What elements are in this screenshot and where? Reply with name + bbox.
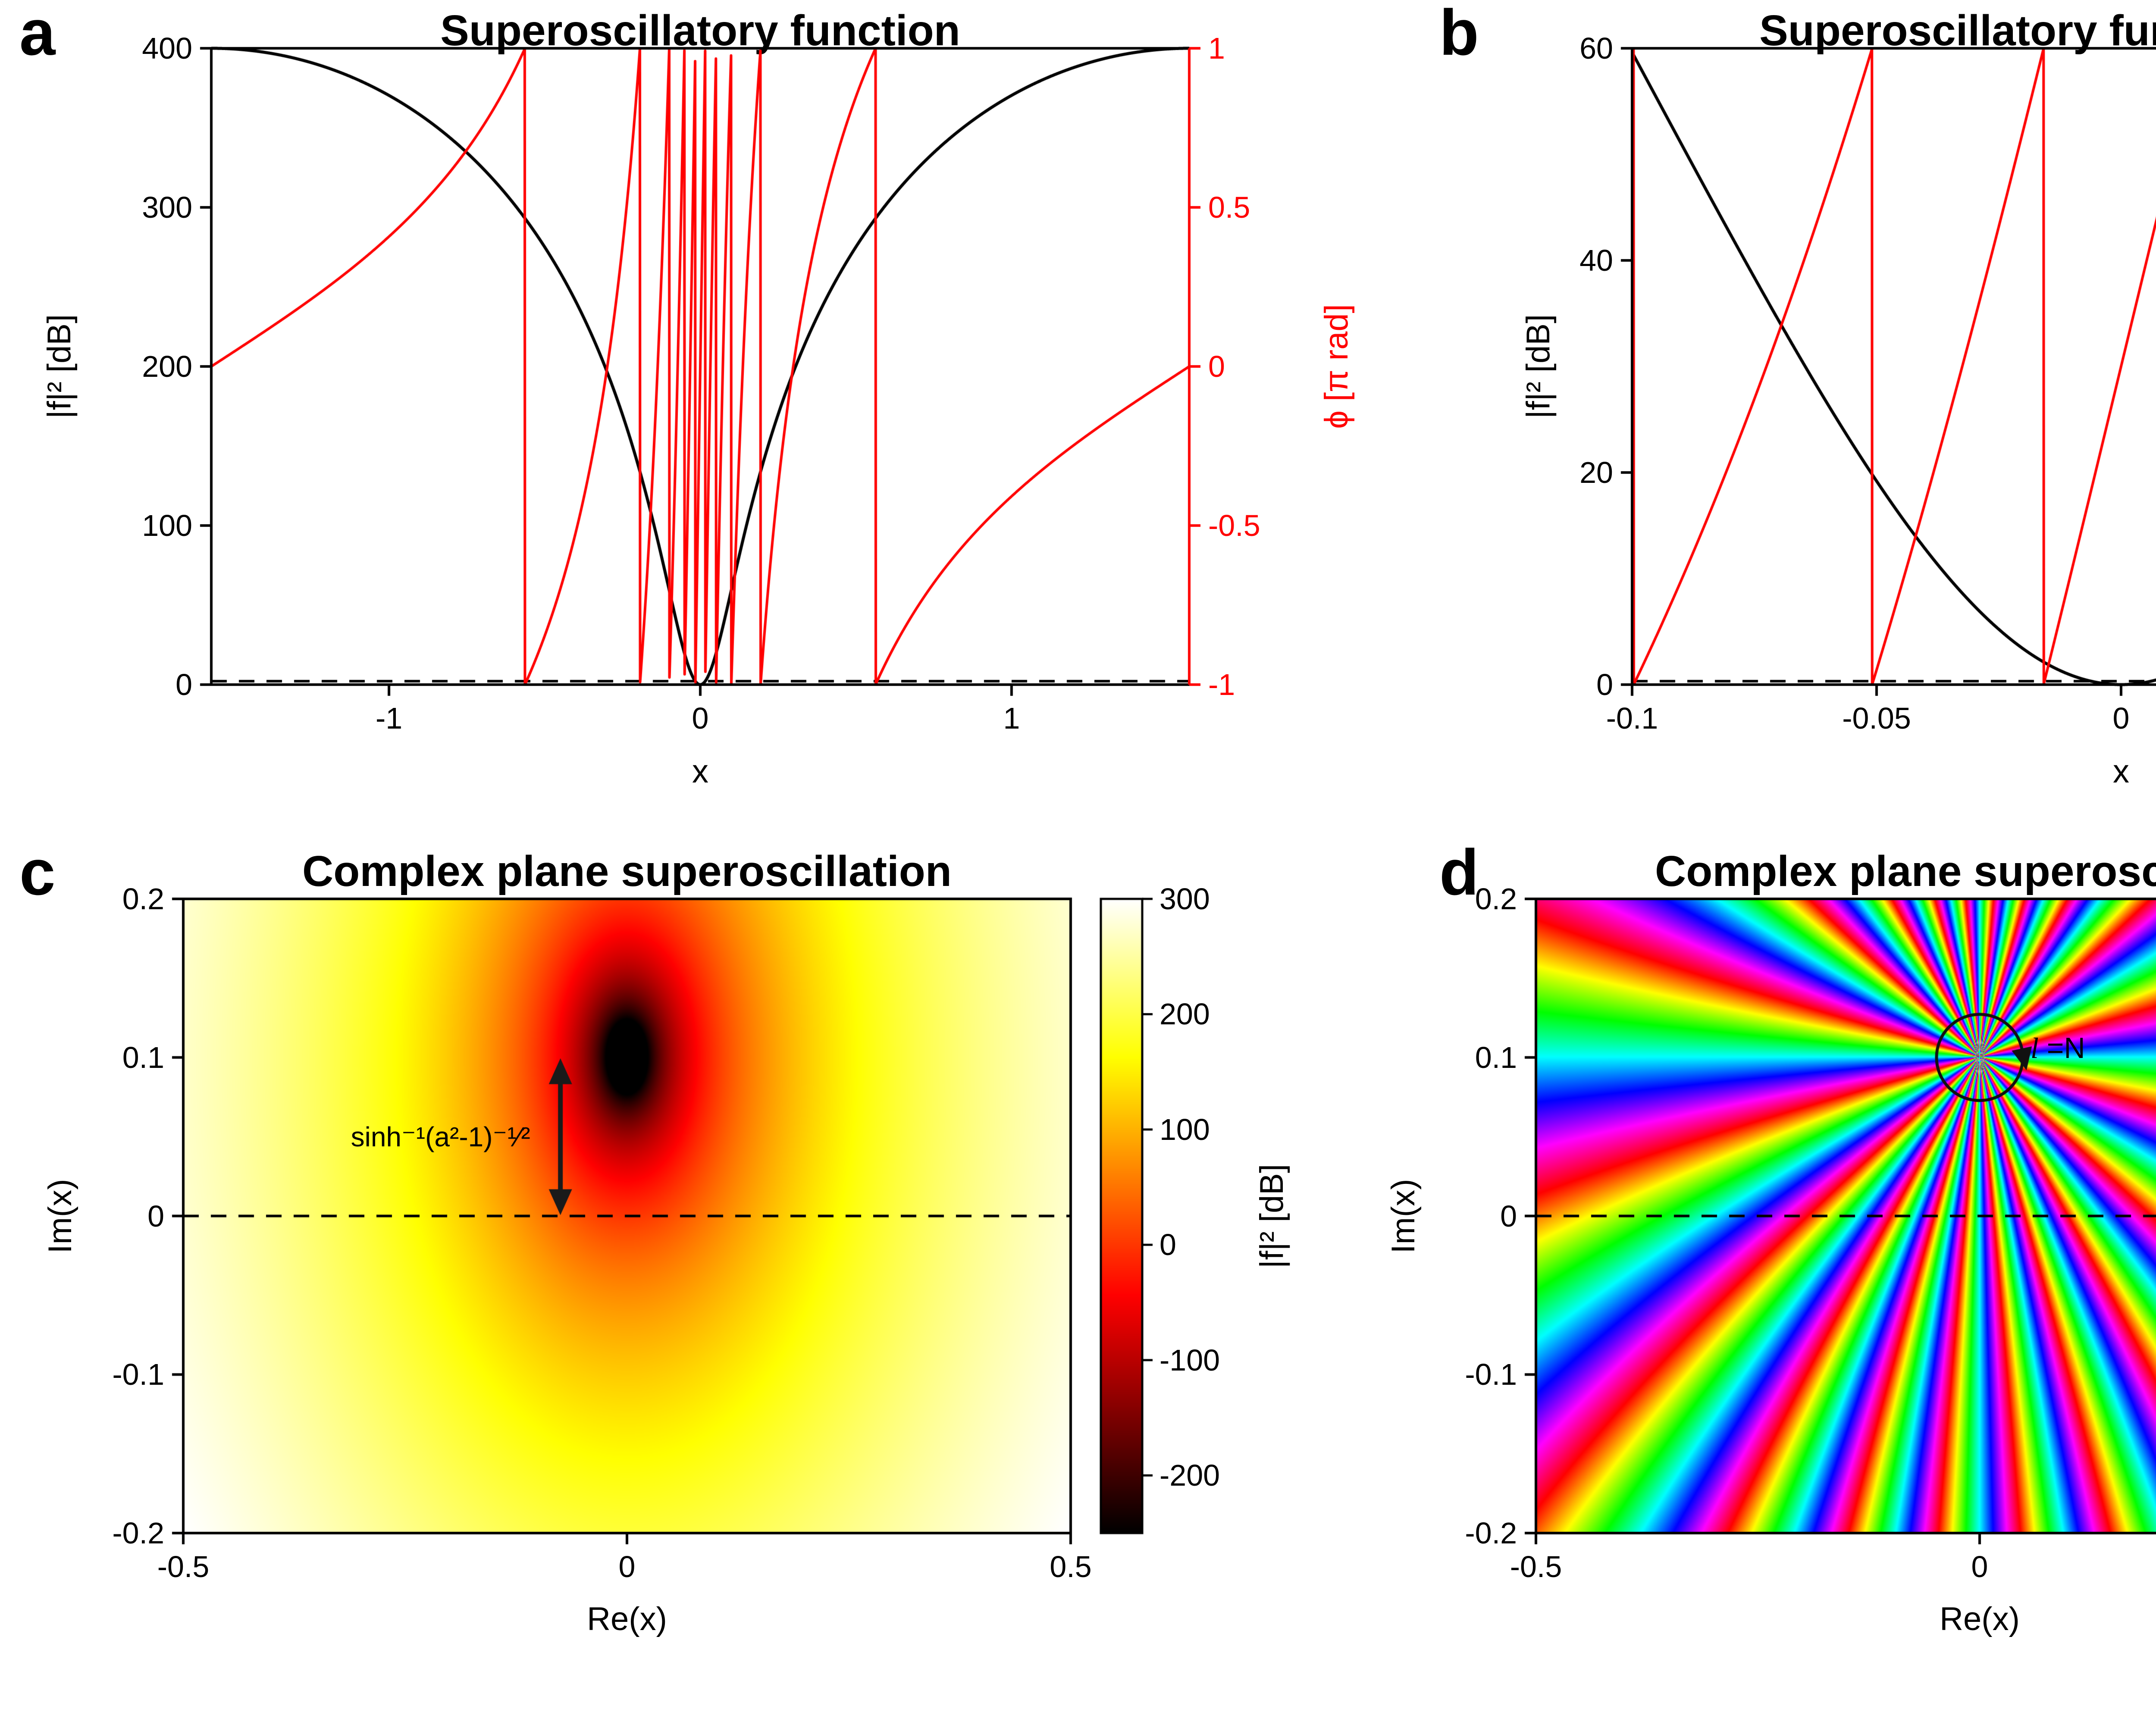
panel-b-left-y-tick-label: 40	[1579, 244, 1613, 277]
panel-c-colorbar-tick-label: 0	[1159, 1228, 1176, 1262]
panel-a-left-ylabel: |f|² [dB]	[41, 314, 78, 419]
panel-a-left-y-tick-label: 200	[142, 350, 192, 383]
panel-d-y-tick-label: -0.1	[1465, 1358, 1517, 1392]
panel-c-colorbar-tick-label: -200	[1159, 1458, 1220, 1493]
panel-a-x-tick-label: 1	[1003, 701, 1020, 735]
panel-a-right-y-tick-label: -1	[1208, 668, 1235, 701]
panel-c-heatmap-canvas	[169, 884, 1085, 1548]
panel-c-y-tick-label: 0.2	[122, 882, 164, 916]
panel-a-left-y-tick-label: 300	[142, 191, 192, 224]
panel-c-colorbar	[1086, 884, 1157, 1548]
panel-c-x-tick-label: 0.5	[1050, 1550, 1092, 1584]
panel-a-xlabel: x	[692, 753, 708, 790]
panel-b-x-tick-label: 0	[2112, 701, 2130, 735]
panel-a-plot-canvas	[197, 34, 1204, 699]
vortex-charge-label: l =N	[2031, 1033, 2085, 1063]
vortex-charge-value: =N	[2038, 1031, 2085, 1064]
panel-d-x-tick-label: -0.5	[1510, 1550, 1562, 1584]
panel-c-y-tick-label: 0.1	[122, 1040, 164, 1074]
vortex-charge-symbol: l	[2031, 1031, 2039, 1064]
panel-a-right-y-tick-label: 0.5	[1208, 191, 1250, 224]
panel-d-ylabel: Im(x)	[1385, 1178, 1422, 1254]
panel-c-colorbar-tick-label: 100	[1159, 1112, 1210, 1146]
panel-c-colorbar-tick-label: 300	[1159, 882, 1210, 916]
panel-b-left-ylabel: |f|² [dB]	[1520, 314, 1557, 419]
panel-b-x-tick-label: -0.05	[1842, 701, 1911, 735]
panel-d-heatmap-canvas	[1521, 884, 2156, 1548]
panel-d-xlabel: Re(x)	[1940, 1601, 2020, 1637]
panel-b-left-y-tick-label: 60	[1579, 31, 1613, 65]
panel-b-x-tick-label: -0.1	[1606, 701, 1658, 735]
panel-a-left-y-tick-label: 100	[142, 509, 192, 542]
panel-c-ylabel: Im(x)	[42, 1178, 78, 1254]
panel-d-y-tick-label: 0.2	[1475, 882, 1517, 916]
panel-c-xlabel: Re(x)	[587, 1601, 667, 1637]
panel-a-x-tick-label: -1	[375, 701, 403, 735]
panel-c-colorbar-tick-label: -100	[1159, 1343, 1220, 1377]
panel-d-letter: d	[1439, 836, 1479, 908]
panel-a-right-ylabel: ϕ [π rad]	[1318, 304, 1355, 429]
panel-d-x-tick-label: 0	[1971, 1550, 1988, 1584]
panel-a-right-y-tick-label: 0	[1208, 350, 1225, 383]
panel-a-right-y-tick-label: 1	[1208, 31, 1225, 65]
panel-c-y-tick-label: -0.1	[112, 1358, 164, 1392]
panel-a-letter: a	[19, 0, 56, 69]
panel-d-y-tick-label: -0.2	[1465, 1516, 1517, 1550]
panel-b-letter: b	[1439, 0, 1479, 69]
panel-b-left-y-tick-label: 20	[1579, 456, 1613, 489]
panel-b-left-y-tick-label: 0	[1596, 668, 1613, 701]
panel-a-left-y-tick-label: 0	[175, 668, 192, 701]
panel-c-colorbar-label: |f|² [dB]	[1253, 1164, 1290, 1268]
panel-d-y-tick-label: 0	[1500, 1199, 1517, 1233]
panel-d-y-tick-label: 0.1	[1475, 1040, 1517, 1074]
panel-a-left-y-tick-label: 400	[142, 31, 192, 65]
panel-c-y-tick-label: -0.2	[112, 1516, 164, 1550]
sinh-annotation-label: sinh⁻¹(a²-1)⁻¹⁄²	[351, 1121, 530, 1152]
panel-a-x-tick-label: 0	[692, 701, 709, 735]
panel-c-x-tick-label: -0.5	[157, 1550, 210, 1584]
panel-b-plot-canvas	[1617, 34, 2156, 699]
panel-a-right-y-tick-label: -0.5	[1208, 509, 1260, 542]
panel-c-colorbar-tick-label: 200	[1159, 997, 1210, 1031]
panel-c-x-tick-label: 0	[618, 1550, 636, 1584]
panel-c-y-tick-label: 0	[147, 1199, 164, 1233]
panel-c-letter: c	[19, 836, 56, 908]
panel-b-xlabel: x	[2113, 753, 2129, 790]
